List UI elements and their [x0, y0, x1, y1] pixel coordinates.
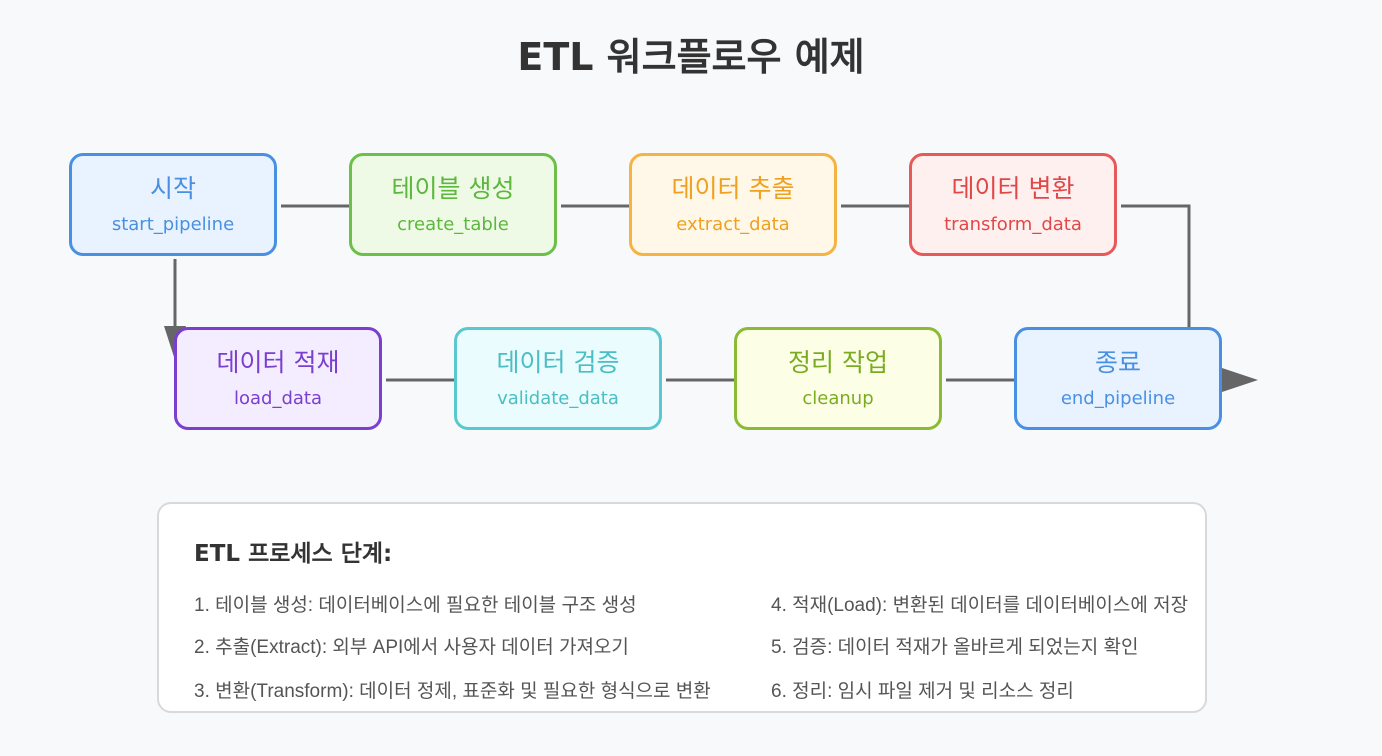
node-label: 시작: [149, 173, 196, 203]
node-extract-data[interactable]: 데이터 추출 extract_data: [629, 153, 837, 256]
node-function: transform_data: [944, 213, 1082, 235]
arrowhead-transform-end: [1222, 368, 1258, 392]
node-function: extract_data: [676, 213, 790, 235]
node-label: 데이터 검증: [496, 347, 620, 377]
node-cleanup[interactable]: 정리 작업 cleanup: [734, 327, 942, 430]
node-function: cleanup: [802, 387, 874, 409]
legend-step: 2. 추출(Extract): 외부 API에서 사용자 데이터 가져오기: [194, 637, 629, 658]
node-start-pipeline[interactable]: 시작 start_pipeline: [69, 153, 277, 256]
legend-step: 6. 정리: 임시 파일 제거 및 리소스 정리: [771, 681, 1074, 702]
node-load-data[interactable]: 데이터 적재 load_data: [174, 327, 382, 430]
node-label: 테이블 생성: [391, 173, 515, 203]
node-end-pipeline[interactable]: 종료 end_pipeline: [1014, 327, 1222, 430]
legend-step: 3. 변환(Transform): 데이터 정제, 표준화 및 필요한 형식으로…: [194, 681, 711, 702]
node-function: end_pipeline: [1060, 387, 1176, 409]
legend-step: 4. 적재(Load): 변환된 데이터를 데이터베이스에 저장: [771, 595, 1189, 616]
node-create-table[interactable]: 테이블 생성 create_table: [349, 153, 557, 256]
legend-step: 5. 검증: 데이터 적재가 올바르게 되었는지 확인: [771, 637, 1139, 658]
node-function: start_pipeline: [111, 213, 235, 235]
node-label: 정리 작업: [788, 347, 888, 377]
node-label: 데이터 변환: [951, 173, 1075, 203]
legend-panel: ETL 프로세스 단계: 1. 테이블 생성: 데이터베이스에 필요한 테이블 …: [157, 502, 1207, 713]
legend-title: ETL 프로세스 단계:: [194, 541, 393, 567]
node-function: validate_data: [497, 387, 619, 409]
node-label: 데이터 추출: [671, 173, 795, 203]
node-function: create_table: [397, 213, 509, 235]
node-label: 데이터 적재: [216, 347, 340, 377]
node-function: load_data: [233, 387, 322, 409]
node-label: 종료: [1094, 347, 1141, 377]
legend-step: 1. 테이블 생성: 데이터베이스에 필요한 테이블 구조 생성: [194, 595, 637, 616]
diagram-title: ETL 워크플로우 예제: [517, 35, 865, 79]
node-transform-data[interactable]: 데이터 변환 transform_data: [909, 153, 1117, 256]
node-validate-data[interactable]: 데이터 검증 validate_data: [454, 327, 662, 430]
